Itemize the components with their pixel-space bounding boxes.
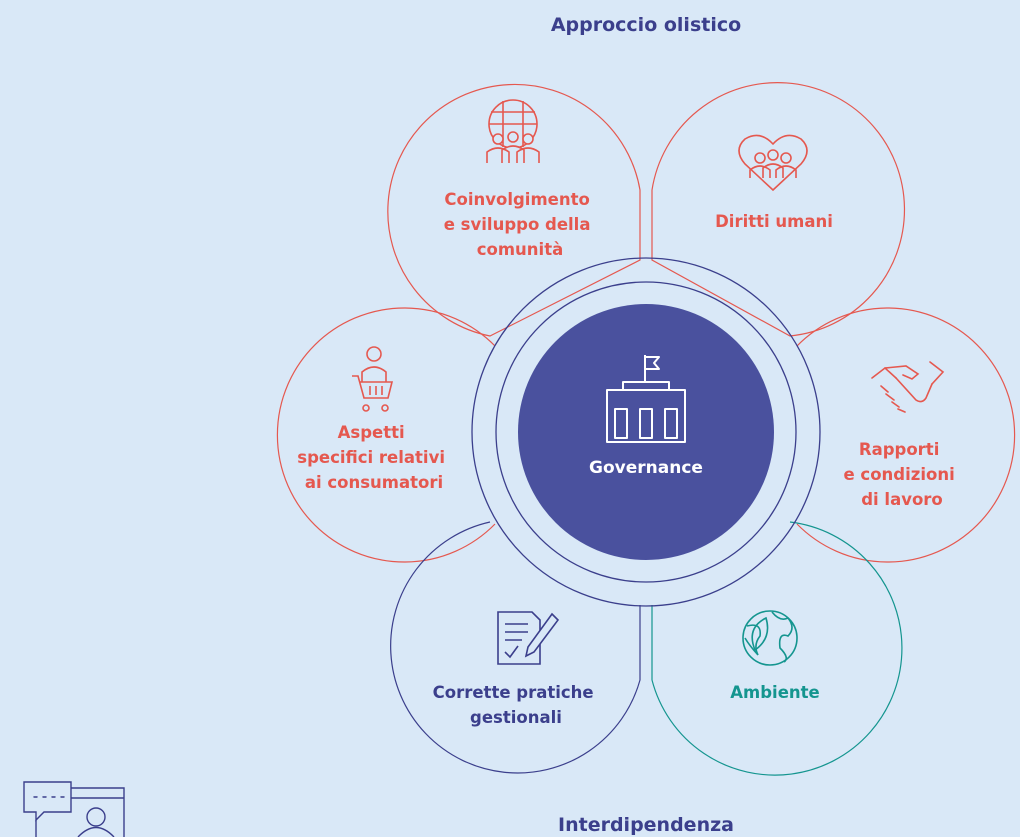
government-building-icon <box>606 355 686 443</box>
people-heart-icon <box>738 134 808 192</box>
petal-practices <box>390 521 641 774</box>
petal-labour <box>796 307 1016 563</box>
governance-core <box>518 304 774 560</box>
globe-leaf-icon <box>742 610 798 666</box>
shopper-cart-icon <box>352 346 394 412</box>
governance-label: Governance <box>589 458 703 478</box>
petal-label-community: Coinvolgimento e sviluppo della comunità <box>444 190 596 259</box>
community-globe-icon <box>486 99 540 163</box>
document-pen-icon <box>497 611 560 665</box>
diagram-title: Approccio olistico <box>551 14 741 36</box>
petal-label-consumers: Aspetti specifici relativi ai consumator… <box>297 423 451 492</box>
petal-human-rights <box>651 82 906 337</box>
outer-ring <box>471 257 821 607</box>
petal-community <box>387 83 641 337</box>
petal-label-practices: Corrette pratiche gestionali <box>433 683 600 727</box>
handshake-icon <box>871 361 945 413</box>
inner-ring <box>495 281 797 583</box>
diagram-footer-title: Interdipendenza <box>558 814 734 836</box>
petal-label-labour: Rapporti e condizioni di lavoro <box>843 440 960 509</box>
petal-environment <box>651 521 903 776</box>
petal-label-environment: Ambiente <box>730 683 819 702</box>
petal-consumers <box>276 307 496 563</box>
chat-person-icon <box>23 781 125 837</box>
petal-label-human-rights: Diritti umani <box>715 212 833 231</box>
